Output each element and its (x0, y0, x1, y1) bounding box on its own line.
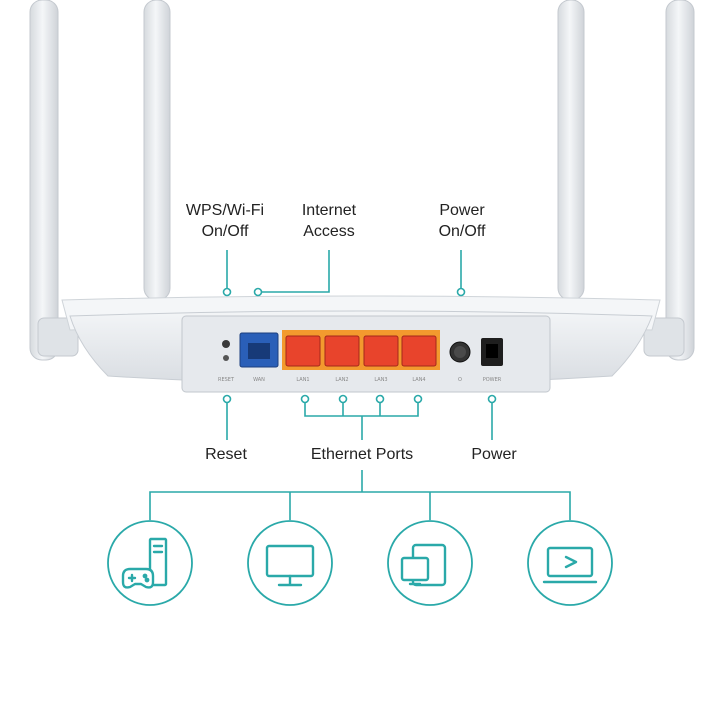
callout-lan1-dot (300, 394, 310, 404)
tv-play-icon (527, 520, 613, 606)
label-power: Power (471, 446, 517, 463)
antenna-outer-left (29, 0, 59, 361)
port-label-reset: RESET (218, 377, 235, 383)
device-icons (107, 520, 613, 606)
antenna-inner-left (143, 0, 171, 301)
lan1-port (285, 335, 321, 367)
router-ports (222, 330, 503, 370)
monitor-icon (247, 520, 333, 606)
label-power-switch: Power On/Off (412, 200, 512, 242)
label-power-switch-line2: On/Off (438, 223, 486, 240)
port-label-power-button: O (458, 377, 462, 383)
callout-lan4-dot (413, 394, 423, 404)
power-jack-socket (486, 344, 498, 358)
desktop-gamepad-icon (107, 520, 193, 606)
lan2-port (324, 335, 360, 367)
antenna-hinge-left (37, 317, 79, 357)
callout-internet-dot (253, 287, 263, 297)
antenna-inner-right (557, 0, 585, 301)
lan4-port (401, 335, 437, 367)
callout-lines (149, 250, 571, 520)
port-label-power: POWER (483, 377, 502, 383)
label-ethernet-ports: Ethernet Ports (310, 446, 414, 463)
tablet-phone-icon (387, 520, 473, 606)
port-label-lan4: LAN4 (412, 377, 425, 383)
callout-wps-dot (222, 287, 232, 297)
label-wps-line1: WPS/Wi-Fi (185, 202, 265, 219)
callout-lan2-dot (338, 394, 348, 404)
reset-led (223, 355, 229, 361)
port-label-lan3: LAN3 (374, 377, 387, 383)
tree-branch (149, 491, 571, 520)
lan3-port (363, 335, 399, 367)
callout-reset-dot (222, 394, 232, 404)
label-internet-line1: Internet (301, 202, 357, 219)
callout-power-dot (487, 394, 497, 404)
wan-port-socket (248, 343, 270, 359)
callout-internet-line (262, 250, 330, 293)
port-label-lan2: LAN2 (335, 377, 348, 383)
port-labels: RESET WAN LAN1 LAN2 LAN3 LAN4 O POWER (218, 377, 502, 383)
power-button-cap (454, 346, 466, 358)
callout-ethernet-bracket (304, 403, 419, 417)
antenna-hinge-right (643, 317, 685, 357)
port-label-wan: WAN (253, 377, 265, 383)
reset-hole (222, 340, 230, 348)
antenna-outer-right (665, 0, 695, 361)
label-reset: Reset (205, 446, 247, 463)
callout-power-switch-dot (456, 287, 466, 297)
label-internet-line2: Access (303, 223, 355, 240)
callout-lan3-dot (375, 394, 385, 404)
port-label-lan1: LAN1 (296, 377, 309, 383)
label-power-switch-line1: Power (439, 202, 485, 219)
label-wps-line2: On/Off (201, 223, 249, 240)
label-wps-wifi: WPS/Wi-Fi On/Off (175, 200, 275, 242)
label-internet-access: Internet Access (279, 200, 379, 242)
